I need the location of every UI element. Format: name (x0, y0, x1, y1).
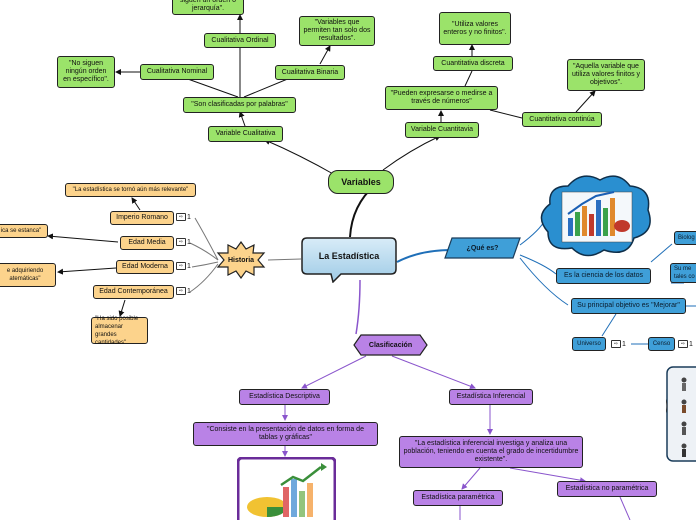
count-value: 1 (187, 262, 191, 270)
imperio-romano-count[interactable]: ⇨1 (176, 213, 191, 221)
cloud-image (540, 175, 651, 257)
edad-contemporanea-node[interactable]: Edad Contemporánea (93, 285, 174, 299)
censo-node[interactable]: Censo (648, 337, 675, 351)
clasificacion-shape (353, 334, 428, 356)
edad-moderna-node[interactable]: Edad Moderna (116, 260, 174, 274)
censo-count[interactable]: ⇨1 (678, 340, 693, 348)
count-value: 1 (187, 287, 191, 295)
count-value: 1 (689, 340, 693, 348)
edad-moderna-count[interactable]: ⇨1 (176, 262, 191, 270)
ordinal-description-node[interactable]: siguen un orden o jerarquía". (172, 0, 244, 15)
count-value: 1 (187, 213, 191, 221)
cuantitativa-continua-node[interactable]: Cuantitativa continúa (522, 112, 602, 127)
historia-node[interactable]: Historia (216, 241, 266, 279)
descriptiva-description-node[interactable]: "Consiste en la presentación de datos en… (193, 422, 378, 446)
count-value: 1 (187, 238, 191, 246)
note-posible[interactable]: "Ha sido posible almacenar grandes canti… (91, 316, 148, 346)
estadistica-parametrica-node[interactable]: Estadística paramétrica (413, 490, 503, 506)
variable-cuantitativa-node[interactable]: Variable Cuantitavia (405, 122, 479, 138)
link-icon: ⇨ (678, 340, 688, 348)
discreta-description-node[interactable]: "Utiliza valores enteros y no finitos". (439, 12, 511, 45)
link-icon: ⇨ (176, 213, 186, 221)
edad-contemporanea-count[interactable]: ⇨1 (176, 287, 191, 295)
starburst-shape (216, 241, 266, 279)
clasificacion-label: Clasificación (368, 341, 413, 349)
note-adquiriendo[interactable]: e adquiriendo atemáticas" (0, 263, 56, 287)
clasificadas-node[interactable]: "Son clasificadas por palabras" (183, 97, 296, 113)
medicion-node[interactable]: Su me tales co (670, 263, 696, 283)
cualitativa-nominal-node[interactable]: Cualitativa Nominal (140, 64, 214, 80)
inferencial-description-node[interactable]: "La estadística inferencial investiga y … (399, 436, 583, 468)
ciencia-datos-node[interactable]: Es la ciencia de los datos (556, 268, 651, 284)
link-icon: ⇨ (611, 340, 621, 348)
clasificacion-node[interactable]: Clasificación (353, 334, 428, 356)
central-topic-label: La Estadística (318, 251, 380, 261)
people-illustration (663, 366, 696, 462)
central-topic-shape (301, 237, 397, 283)
estadistica-inferencial-node[interactable]: Estadística Inferencial (449, 389, 533, 405)
edad-media-count[interactable]: ⇨1 (176, 238, 191, 246)
people-image (663, 366, 696, 462)
expresarse-node[interactable]: "Pueden expresarse o medirse a través de… (385, 86, 498, 110)
link-icon: ⇨ (176, 262, 186, 270)
continua-description-node[interactable]: "Aquella variable que utiliza valores fi… (567, 59, 645, 91)
note-estanca[interactable]: ica se estanca" (0, 224, 48, 238)
bar-chart-image (236, 456, 337, 520)
variable-cualitativa-node[interactable]: Variable Cualitativa (208, 126, 283, 142)
nominal-description-node[interactable]: "No siguen ningún orden en específico". (57, 56, 115, 88)
note-relevante[interactable]: "La estadística se tornó aún más relevan… (65, 183, 196, 197)
objetivo-node[interactable]: Su principal objetivo es "Mejorar" (571, 298, 686, 314)
imperio-romano-node[interactable]: Imperio Romano (110, 211, 174, 225)
chart-illustration-cloud (538, 170, 654, 258)
biologia-node[interactable]: Biolog (674, 231, 696, 245)
que-es-label: ¿Qué es? (466, 244, 499, 252)
estadistica-descriptiva-node[interactable]: Estadística Descriptiva (239, 389, 330, 405)
cualitativa-ordinal-node[interactable]: Cualitativa Ordinal (204, 33, 276, 48)
binaria-description-node[interactable]: "Variables que permiten tan solo dos res… (299, 16, 375, 46)
universo-node[interactable]: Universo (572, 337, 606, 351)
que-es-node[interactable]: ¿Qué es? (444, 237, 521, 259)
historia-label: Historia (227, 256, 255, 264)
cuantitativa-discreta-node[interactable]: Cuantitativa discreta (433, 56, 513, 71)
cualitativa-binaria-node[interactable]: Cualitativa Binaria (275, 65, 345, 80)
count-value: 1 (622, 340, 626, 348)
link-icon: ⇨ (176, 238, 186, 246)
central-topic[interactable]: La Estadística (301, 237, 397, 283)
universo-count[interactable]: ⇨1 (611, 340, 626, 348)
edad-media-node[interactable]: Edad Media (120, 236, 174, 250)
variables-node[interactable]: Variables (328, 170, 394, 194)
chart-illustration-descriptiva (236, 456, 337, 520)
que-es-shape (444, 237, 521, 259)
link-icon: ⇨ (176, 287, 186, 295)
estadistica-no-parametrica-node[interactable]: Estadística no paramétrica (557, 481, 657, 497)
